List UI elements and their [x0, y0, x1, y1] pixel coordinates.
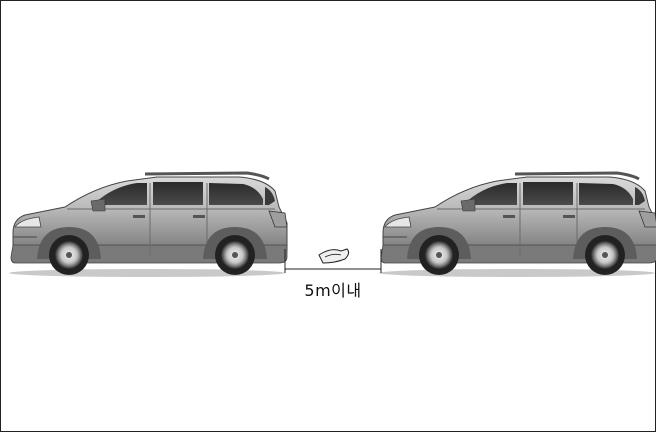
- tow-strap-icon: [318, 248, 350, 264]
- distance-dimension: [284, 249, 382, 273]
- lead-vehicle: [7, 171, 289, 279]
- towed-vehicle: [377, 171, 656, 279]
- distance-label: 5m이내: [304, 281, 362, 300]
